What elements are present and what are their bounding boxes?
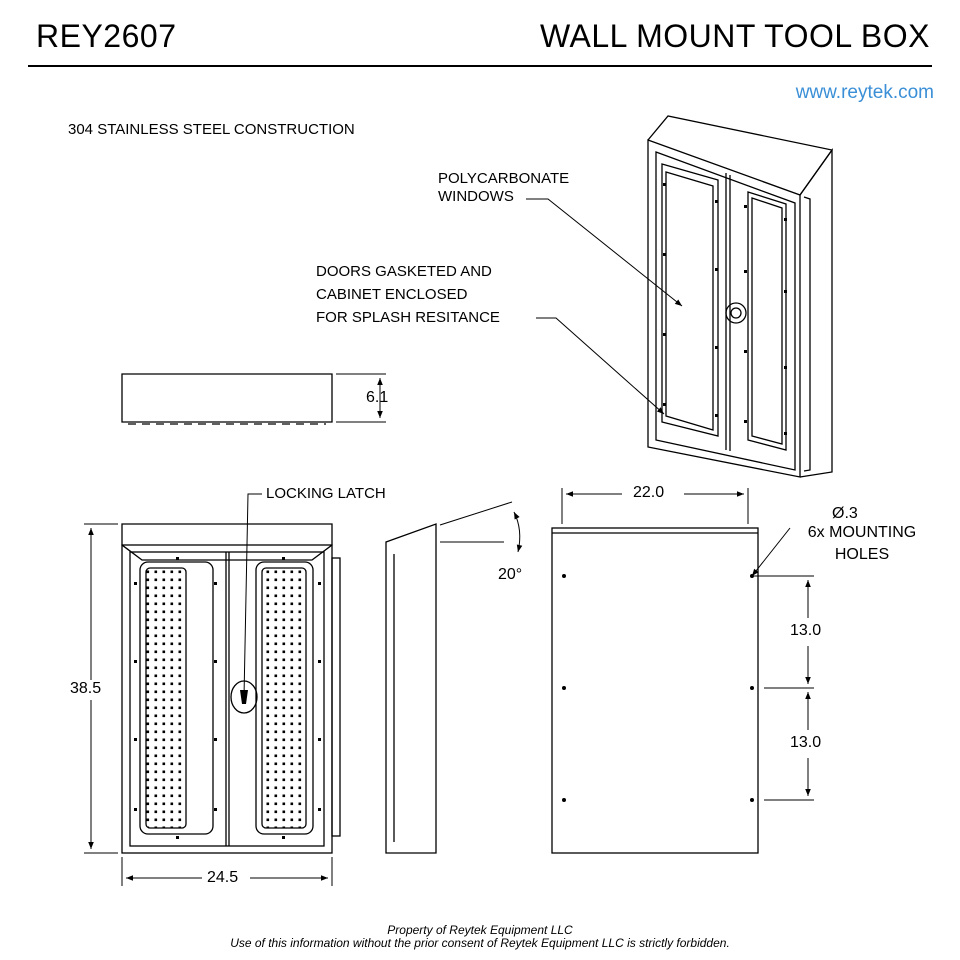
- front-view: [84, 493, 341, 886]
- latch-callout: LOCKING LATCH: [266, 485, 386, 502]
- windows-callout-line1: POLYCARBONATE: [438, 170, 570, 187]
- footer-ownership: Property of Reytek Equipment LLC: [387, 923, 573, 937]
- mounting-holes-line1: 6x MOUNTING: [807, 524, 917, 541]
- hole-diameter-label: Ø.3: [832, 505, 858, 522]
- hole-spacing-lower-dimension: 13.0: [790, 734, 822, 751]
- model-number: REY2607: [36, 18, 177, 54]
- back-width-dimension: 22.0: [633, 484, 665, 501]
- mounting-holes-line2: HOLES: [834, 546, 890, 563]
- windows-callout: POLYCARBONATE WINDOWS: [438, 170, 569, 206]
- hole-spacing-upper-dimension: 13.0: [790, 622, 822, 639]
- material-note: 304 STAINLESS STEEL CONSTRUCTION: [68, 121, 355, 138]
- fastener-marks: [134, 183, 787, 839]
- gasket-callout: DOORS GASKETED AND CABINET ENCLOSED FOR …: [316, 260, 500, 329]
- mounting-holes-callout: 6x MOUNTING HOLES: [796, 522, 928, 566]
- gasket-callout-line2: CABINET ENCLOSED: [316, 286, 468, 303]
- drawing-title: WALL MOUNT TOOL BOX: [539, 18, 930, 54]
- width-dimension: 24.5: [207, 869, 239, 886]
- windows-callout-line2: WINDOWS: [438, 188, 514, 205]
- website-link[interactable]: www.reytek.com: [795, 82, 934, 103]
- footer-disclaimer: Use of this information without the prio…: [230, 936, 730, 950]
- isometric-view: [647, 115, 834, 478]
- side-view: [385, 501, 523, 854]
- top-view: [121, 373, 386, 425]
- rear-view: [551, 488, 814, 854]
- gasket-callout-line1: DOORS GASKETED AND: [316, 263, 492, 280]
- top-angle-dimension: 20°: [498, 566, 523, 583]
- header-divider: [28, 65, 932, 67]
- height-dimension: 38.5: [70, 680, 102, 697]
- gasket-callout-line3: FOR SPLASH RESITANCE: [316, 309, 500, 326]
- callout-leaders: [526, 198, 683, 415]
- depth-dimension: 6.1: [366, 389, 389, 406]
